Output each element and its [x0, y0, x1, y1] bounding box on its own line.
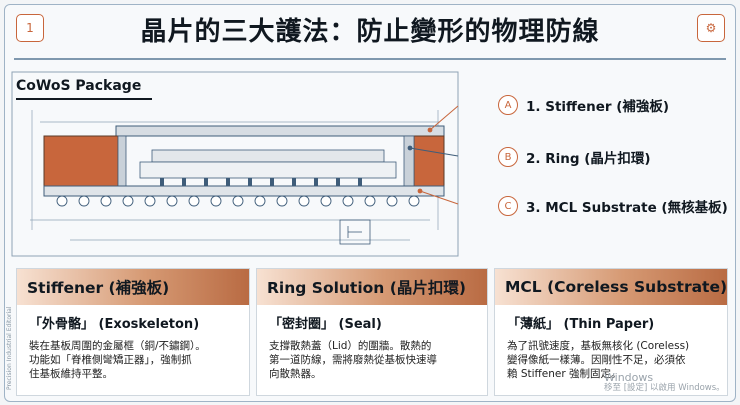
micro-bump [292, 178, 296, 186]
mcl-substrate [43, 185, 445, 197]
card-title: MCL (Coreless Substrate) [495, 269, 727, 305]
card-subtitle: 「薄紙」 (Thin Paper) [507, 317, 655, 332]
callout-mcl: C 3. MCL Substrate (無核基板) [498, 196, 728, 216]
ring-post-left [117, 135, 127, 187]
side-note: Precision Industrial Editorial [6, 306, 13, 391]
solder-ball [342, 195, 354, 207]
package-label-underline [16, 98, 152, 100]
stiffener-right-block [413, 135, 445, 187]
solder-ball [122, 195, 134, 207]
leader-line-b [409, 147, 459, 157]
die-body [139, 161, 397, 179]
micro-bump [358, 178, 362, 186]
solder-ball [408, 195, 420, 207]
solder-ball [78, 195, 90, 207]
solder-ball [144, 195, 156, 207]
solder-ball [298, 195, 310, 207]
die-top [151, 149, 385, 163]
micro-bump [314, 178, 318, 186]
micro-bump [160, 178, 164, 186]
card-description: 支撐散熱蓋（Lid）的圍牆。散熱的 第一道防線，需將廢熱從基板快速導 向散熱器。 [269, 339, 437, 381]
micro-bump [336, 178, 340, 186]
leader-line-c [419, 190, 459, 205]
stiffener-top-plate [115, 125, 445, 137]
solder-ball [386, 195, 398, 207]
card-line: 支撐散熱蓋（Lid）的圍牆。散熱的 [269, 340, 432, 352]
card-description: 為了訊號速度，基板無核化 (Coreless) 變得像紙一樣薄。因剛性不足，必須… [507, 339, 689, 381]
card-line: 裝在基板周圍的金屬框（銅/不鏽鋼）。 [29, 340, 206, 352]
solder-ball [232, 195, 244, 207]
leader-dot-c [417, 188, 423, 194]
leader-dot-b [407, 145, 413, 151]
micro-bumps [160, 178, 362, 186]
card-line: 為了訊號速度，基板無核化 (Coreless) [507, 340, 690, 352]
solder-ball [188, 195, 200, 207]
card-stiffener: Stiffener (補強板) 「外骨骼」 (Exoskeleton) 裝在基板… [16, 268, 250, 396]
callout-stiffener: A 1. Stiffener (補強板) [498, 95, 669, 115]
card-subtitle: 「外骨骼」 (Exoskeleton) [29, 317, 200, 332]
card-line: 賴 Stiffener 強制固定。 [507, 368, 622, 380]
leader-dot-a [427, 127, 433, 133]
windows-activation-watermark: Windows 移至 [設定] 以啟用 Windows。 [604, 372, 725, 394]
card-line: 功能如「脊椎側彎矯正器」，強制抓 [29, 354, 192, 366]
card-ring: Ring Solution (晶片扣環) 「密封圈」 (Seal) 支撐散熱蓋（… [256, 268, 488, 396]
leader-line-a [429, 105, 459, 131]
card-line: 向散熱器。 [269, 368, 322, 380]
card-title: Ring Solution (晶片扣環) [257, 269, 487, 305]
micro-bump [204, 178, 208, 186]
callout-label-a: 1. Stiffener (補強板) [526, 99, 670, 115]
callout-letter-b: B [498, 147, 518, 167]
solder-ball [276, 195, 288, 207]
card-subtitle: 「密封圈」 (Seal) [269, 317, 382, 332]
watermark-line: Windows [604, 371, 654, 384]
micro-bump [270, 178, 274, 186]
solder-ball [56, 195, 68, 207]
callout-letter-a: A [498, 95, 518, 115]
solder-ball [254, 195, 266, 207]
micro-bump [248, 178, 252, 186]
gear-icon: ⚙ [697, 14, 725, 42]
callout-label-c: 3. MCL Substrate (無核基板) [526, 200, 728, 216]
title-divider [14, 58, 726, 60]
solder-balls [56, 195, 420, 207]
solder-ball [166, 195, 178, 207]
component-symbol [339, 219, 371, 245]
ring-post-right [403, 135, 415, 187]
solder-ball [364, 195, 376, 207]
card-title: Stiffener (補強板) [17, 269, 249, 305]
card-line: 第一道防線，需將廢熱從基板快速導 [269, 354, 437, 366]
solder-ball [320, 195, 332, 207]
stiffener-left-block [43, 135, 119, 187]
section-number-badge: 1 [16, 14, 44, 42]
cowos-package-diagram [11, 71, 459, 257]
callout-ring: B 2. Ring (晶片扣環) [498, 147, 651, 167]
page-title: 晶片的三大護法：防止變形的物理防線 [140, 16, 600, 47]
card-mcl: MCL (Coreless Substrate) 「薄紙」 (Thin Pape… [494, 268, 728, 396]
card-line: 變得像紙一樣薄。因剛性不足，必須依 [507, 354, 686, 366]
card-line: 住基板維持平整。 [29, 368, 113, 380]
card-description: 裝在基板周圍的金屬框（銅/不鏽鋼）。 功能如「脊椎側彎矯正器」，強制抓 住基板維… [29, 339, 206, 381]
micro-bump [226, 178, 230, 186]
callout-label-b: 2. Ring (晶片扣環) [526, 151, 651, 167]
callout-letter-c: C [498, 196, 518, 216]
solder-ball [100, 195, 112, 207]
package-label: CoWoS Package [16, 78, 142, 94]
watermark-line: 移至 [設定] 以啟用 Windows。 [604, 383, 725, 393]
micro-bump [182, 178, 186, 186]
solder-ball [210, 195, 222, 207]
